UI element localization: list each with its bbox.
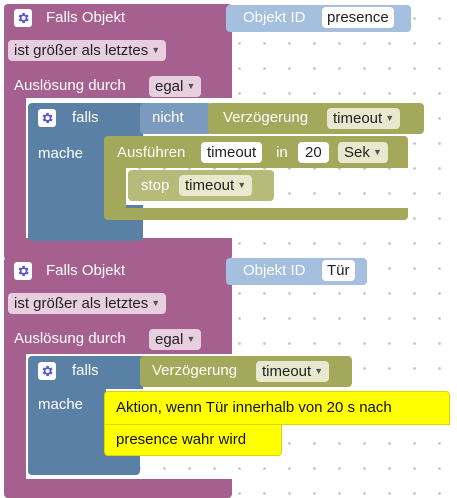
condition-dropdown[interactable]: ist größer als letztes▼ [8, 293, 167, 314]
delay-dropdown[interactable]: timeout▼ [256, 361, 330, 382]
condition-dropdown[interactable]: ist größer als letztes▼ [8, 40, 167, 61]
event-block-presence[interactable]: Falls Objekt Objekt ID presence ist größ… [0, 0, 457, 260]
chevron-down-icon: ▼ [186, 81, 196, 91]
object-id-label: Objekt ID [243, 9, 306, 26]
gear-icon[interactable] [14, 262, 32, 280]
do-label: mache [38, 145, 84, 162]
stop-label: stop [141, 177, 170, 194]
chevron-down-icon: ▼ [151, 298, 161, 308]
stop-timer-dropdown[interactable]: timeout▼ [179, 175, 253, 196]
trigger-value: egal [155, 78, 184, 95]
block-title: Falls Objekt [46, 262, 126, 279]
delay-label: Verzögerung [223, 109, 309, 126]
gear-icon[interactable] [14, 9, 32, 27]
object-id-field[interactable]: Tür [322, 260, 355, 281]
object-id-label: Objekt ID [243, 262, 306, 279]
condition-value: ist größer als letztes [14, 295, 149, 312]
stop-timer-value: timeout [185, 177, 235, 194]
comment-block-line2[interactable] [104, 424, 282, 456]
chevron-down-icon: ▼ [151, 45, 161, 55]
trigger-value: egal [155, 331, 184, 348]
if-label: falls [72, 109, 99, 126]
execute-timer-field[interactable]: timeout [201, 142, 263, 163]
delay-value: timeout [333, 110, 383, 127]
chevron-down-icon: ▼ [314, 366, 324, 376]
event-block-tuer[interactable]: Falls Objekt Objekt ID Tür ist größer al… [0, 255, 457, 498]
trigger-label: Auslösung durch [14, 77, 126, 94]
comment-block-line1[interactable] [104, 391, 450, 425]
not-block[interactable] [140, 103, 212, 134]
delay-dropdown[interactable]: timeout▼ [327, 108, 401, 129]
execute-delay-input[interactable]: 20 [298, 142, 329, 163]
if-label: falls [72, 362, 99, 379]
condition-value: ist größer als letztes [14, 42, 149, 59]
trigger-dropdown[interactable]: egal▼ [149, 76, 202, 97]
chevron-down-icon: ▼ [237, 180, 247, 190]
chevron-down-icon: ▼ [385, 113, 395, 123]
trigger-dropdown[interactable]: egal▼ [149, 329, 202, 350]
not-label: nicht [152, 109, 184, 126]
delay-value: timeout [262, 363, 312, 380]
unit-dropdown[interactable]: Sek▼ [338, 142, 388, 163]
execute-timer-value: timeout [207, 144, 257, 161]
execute-label: Ausführen [117, 144, 186, 161]
trigger-label: Auslösung durch [14, 330, 126, 347]
delay-label: Verzögerung [152, 362, 238, 379]
chevron-down-icon: ▼ [186, 334, 196, 344]
comment-text-line2: presence wahr wird [116, 431, 247, 448]
do-label: mache [38, 396, 84, 413]
comment-text-line1: Aktion, wenn Tür innerhalb von 20 s nach [116, 399, 392, 416]
execute-in-label: in [276, 144, 288, 161]
block-title: Falls Objekt [46, 9, 126, 26]
chevron-down-icon: ▼ [372, 147, 382, 157]
unit-value: Sek [344, 144, 370, 161]
object-id-field[interactable]: presence [322, 7, 394, 28]
gear-icon[interactable] [38, 109, 56, 127]
gear-icon[interactable] [38, 362, 56, 380]
